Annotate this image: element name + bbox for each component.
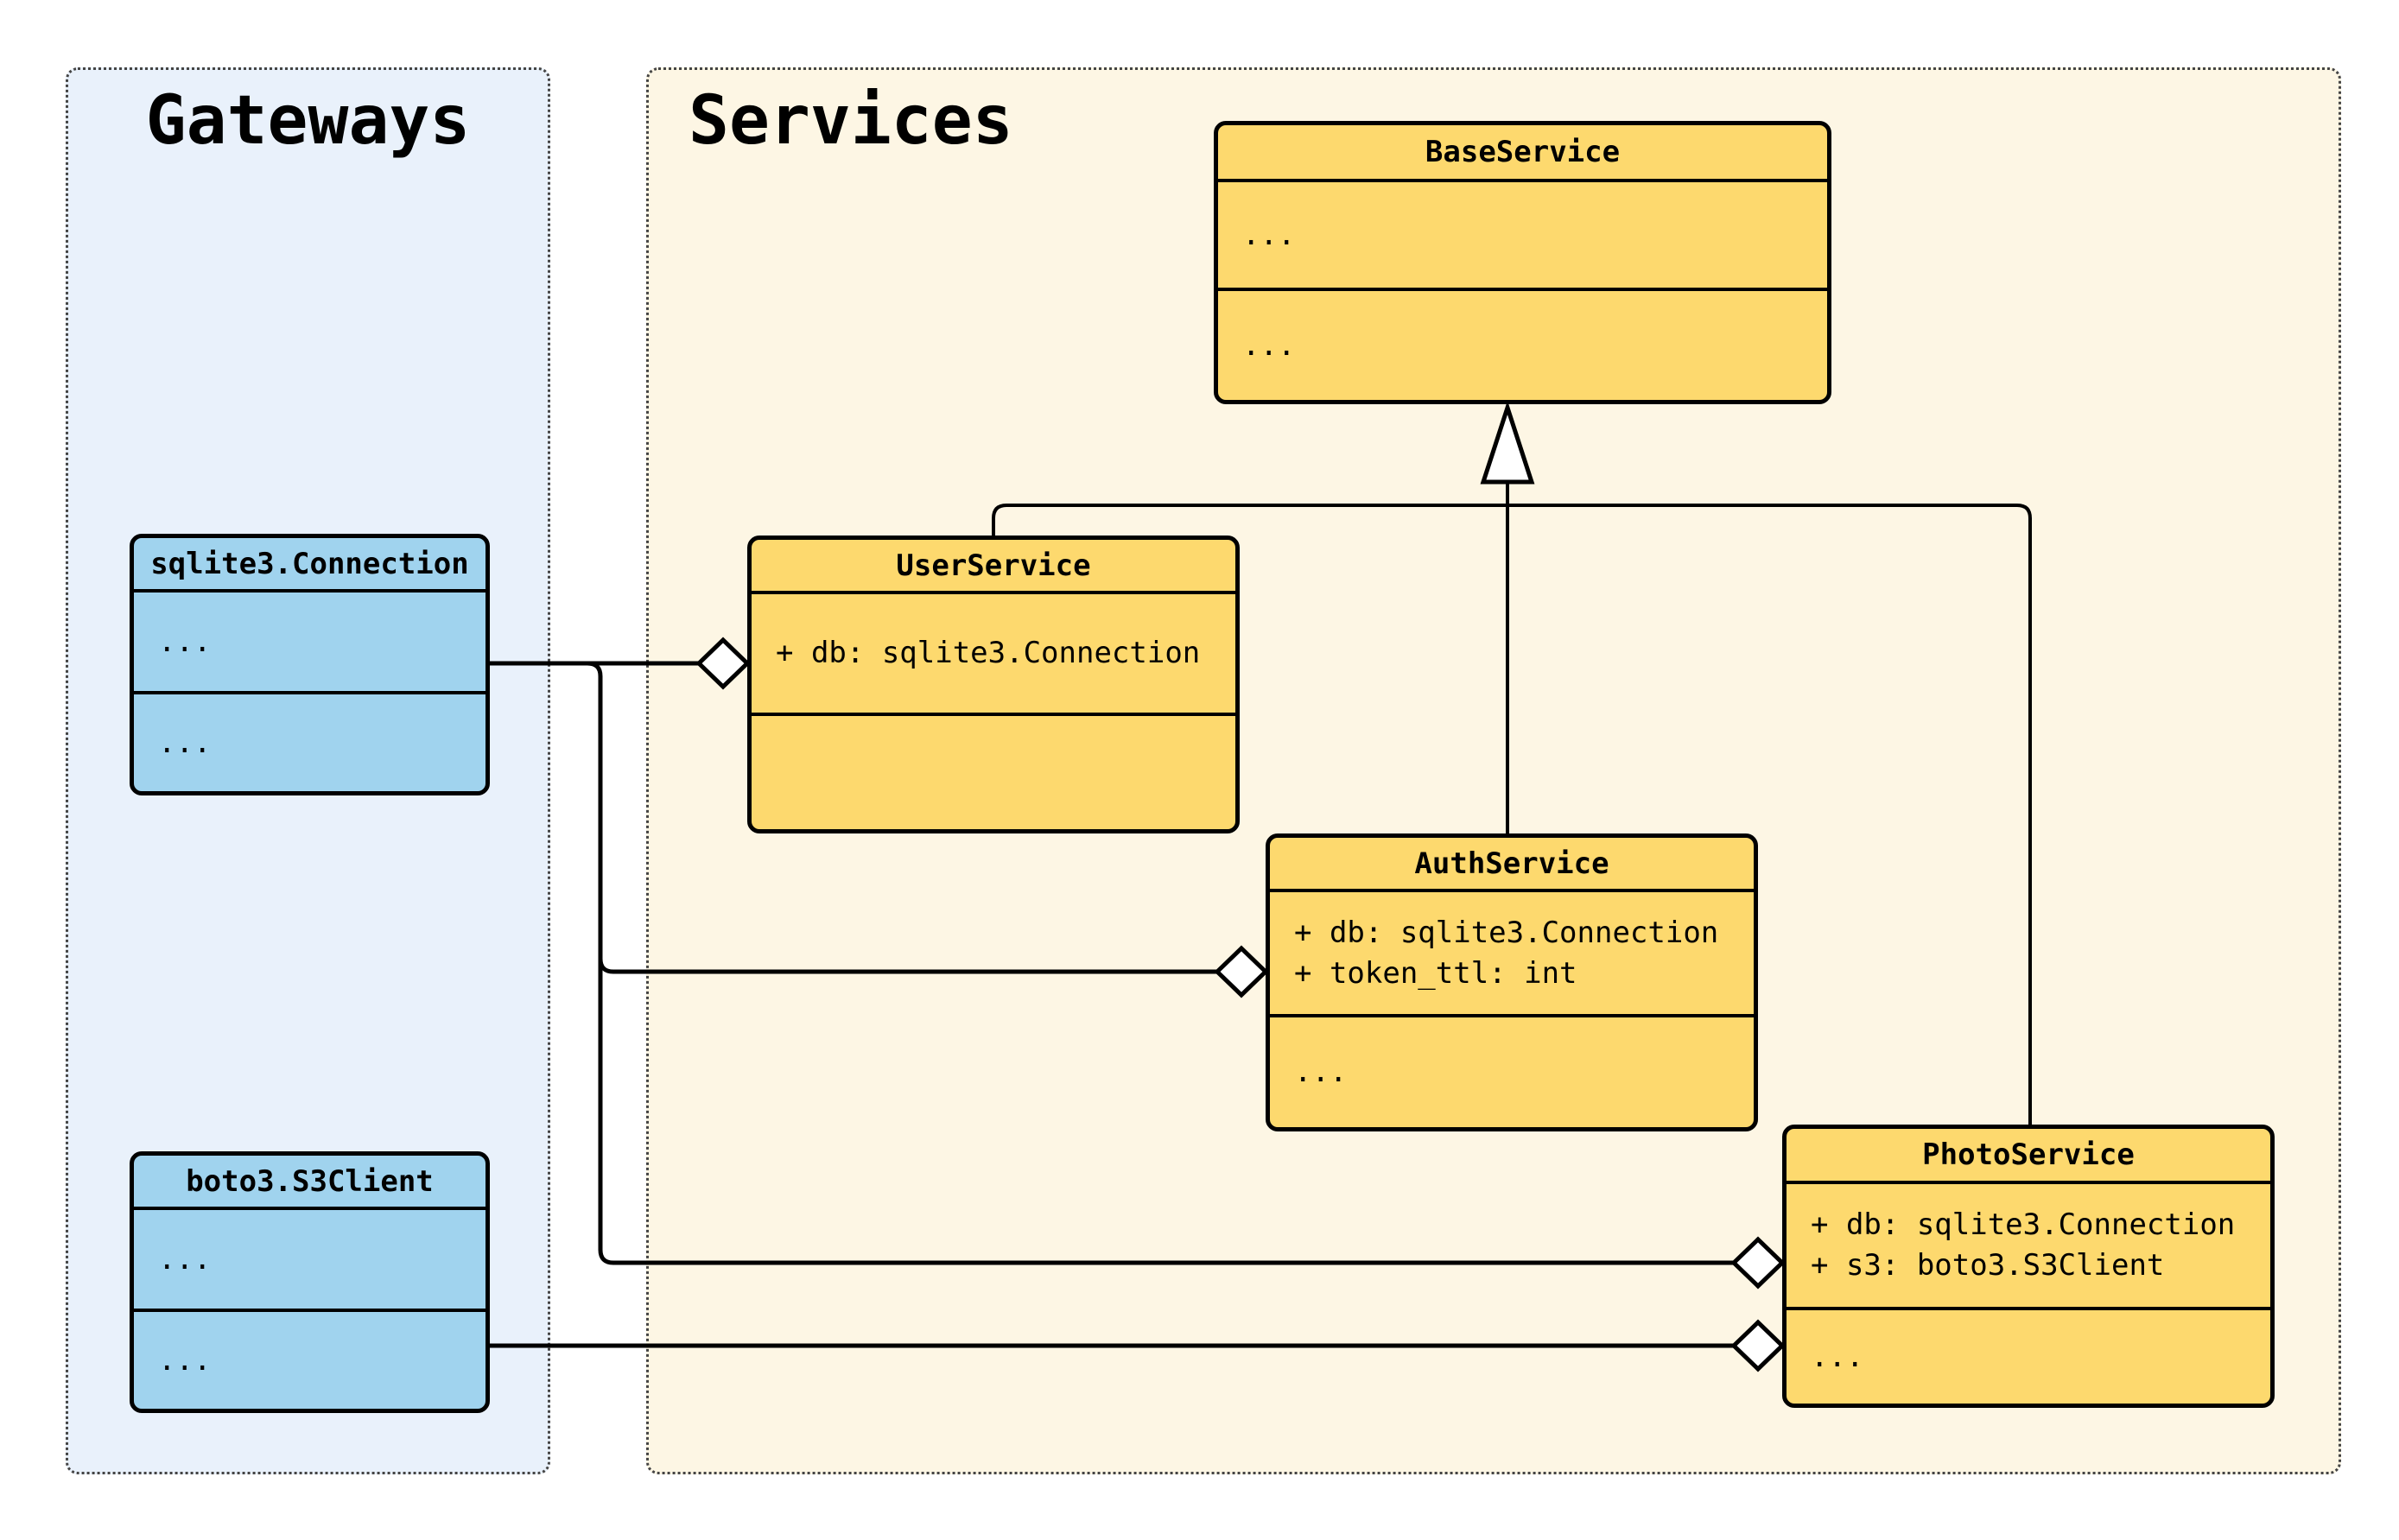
class-methods: ... bbox=[1218, 291, 1827, 400]
class-methods: ... bbox=[134, 1312, 486, 1409]
class-box-userservice: UserService + db: sqlite3.Connection bbox=[747, 536, 1240, 833]
class-attribute: + db: sqlite3.Connection bbox=[776, 636, 1201, 670]
class-box-photoservice: PhotoService + db: sqlite3.Connection + … bbox=[1782, 1125, 2275, 1408]
class-attributes: + db: sqlite3.Connection + s3: boto3.S3C… bbox=[1787, 1184, 2270, 1310]
group-title-gateways: Gateways bbox=[145, 82, 471, 160]
class-methods bbox=[752, 716, 1235, 829]
class-methods: ... bbox=[134, 694, 486, 791]
class-name: sqlite3.Connection bbox=[134, 538, 486, 593]
class-attribute: + token_ttl: int bbox=[1294, 955, 1577, 991]
class-attributes: ... bbox=[1218, 182, 1827, 291]
class-attribute: ... bbox=[158, 1241, 212, 1277]
class-name: boto3.S3Client bbox=[134, 1156, 486, 1210]
class-name: BaseService bbox=[1218, 125, 1827, 182]
class-box-authservice: AuthService + db: sqlite3.Connection + t… bbox=[1266, 833, 1758, 1131]
class-name: UserService bbox=[752, 540, 1235, 594]
class-attribute: + db: sqlite3.Connection bbox=[1294, 915, 1719, 950]
class-attribute: + db: sqlite3.Connection bbox=[1811, 1207, 2236, 1242]
class-attribute: ... bbox=[158, 624, 212, 659]
class-attributes: + db: sqlite3.Connection bbox=[752, 594, 1235, 716]
class-attributes: ... bbox=[134, 1210, 486, 1312]
class-methods: ... bbox=[1787, 1310, 2270, 1404]
class-box-boto3-s3client: boto3.S3Client ... ... bbox=[130, 1151, 490, 1413]
class-box-sqlite3-connection: sqlite3.Connection ... ... bbox=[130, 534, 490, 795]
class-method: ... bbox=[158, 725, 212, 760]
class-attributes: + db: sqlite3.Connection + token_ttl: in… bbox=[1270, 892, 1754, 1017]
class-method: ... bbox=[158, 1342, 212, 1378]
class-method: ... bbox=[1242, 327, 1296, 363]
class-methods: ... bbox=[1270, 1017, 1754, 1127]
class-attributes: ... bbox=[134, 593, 486, 694]
class-attribute: ... bbox=[1242, 217, 1296, 252]
class-attribute: + s3: boto3.S3Client bbox=[1811, 1248, 2165, 1283]
class-name: AuthService bbox=[1270, 838, 1754, 892]
class-name: PhotoService bbox=[1787, 1129, 2270, 1184]
class-method: ... bbox=[1294, 1055, 1348, 1089]
group-title-services: Services bbox=[689, 82, 1013, 160]
class-box-baseservice: BaseService ... ... bbox=[1214, 121, 1831, 404]
class-method: ... bbox=[1811, 1339, 1864, 1374]
